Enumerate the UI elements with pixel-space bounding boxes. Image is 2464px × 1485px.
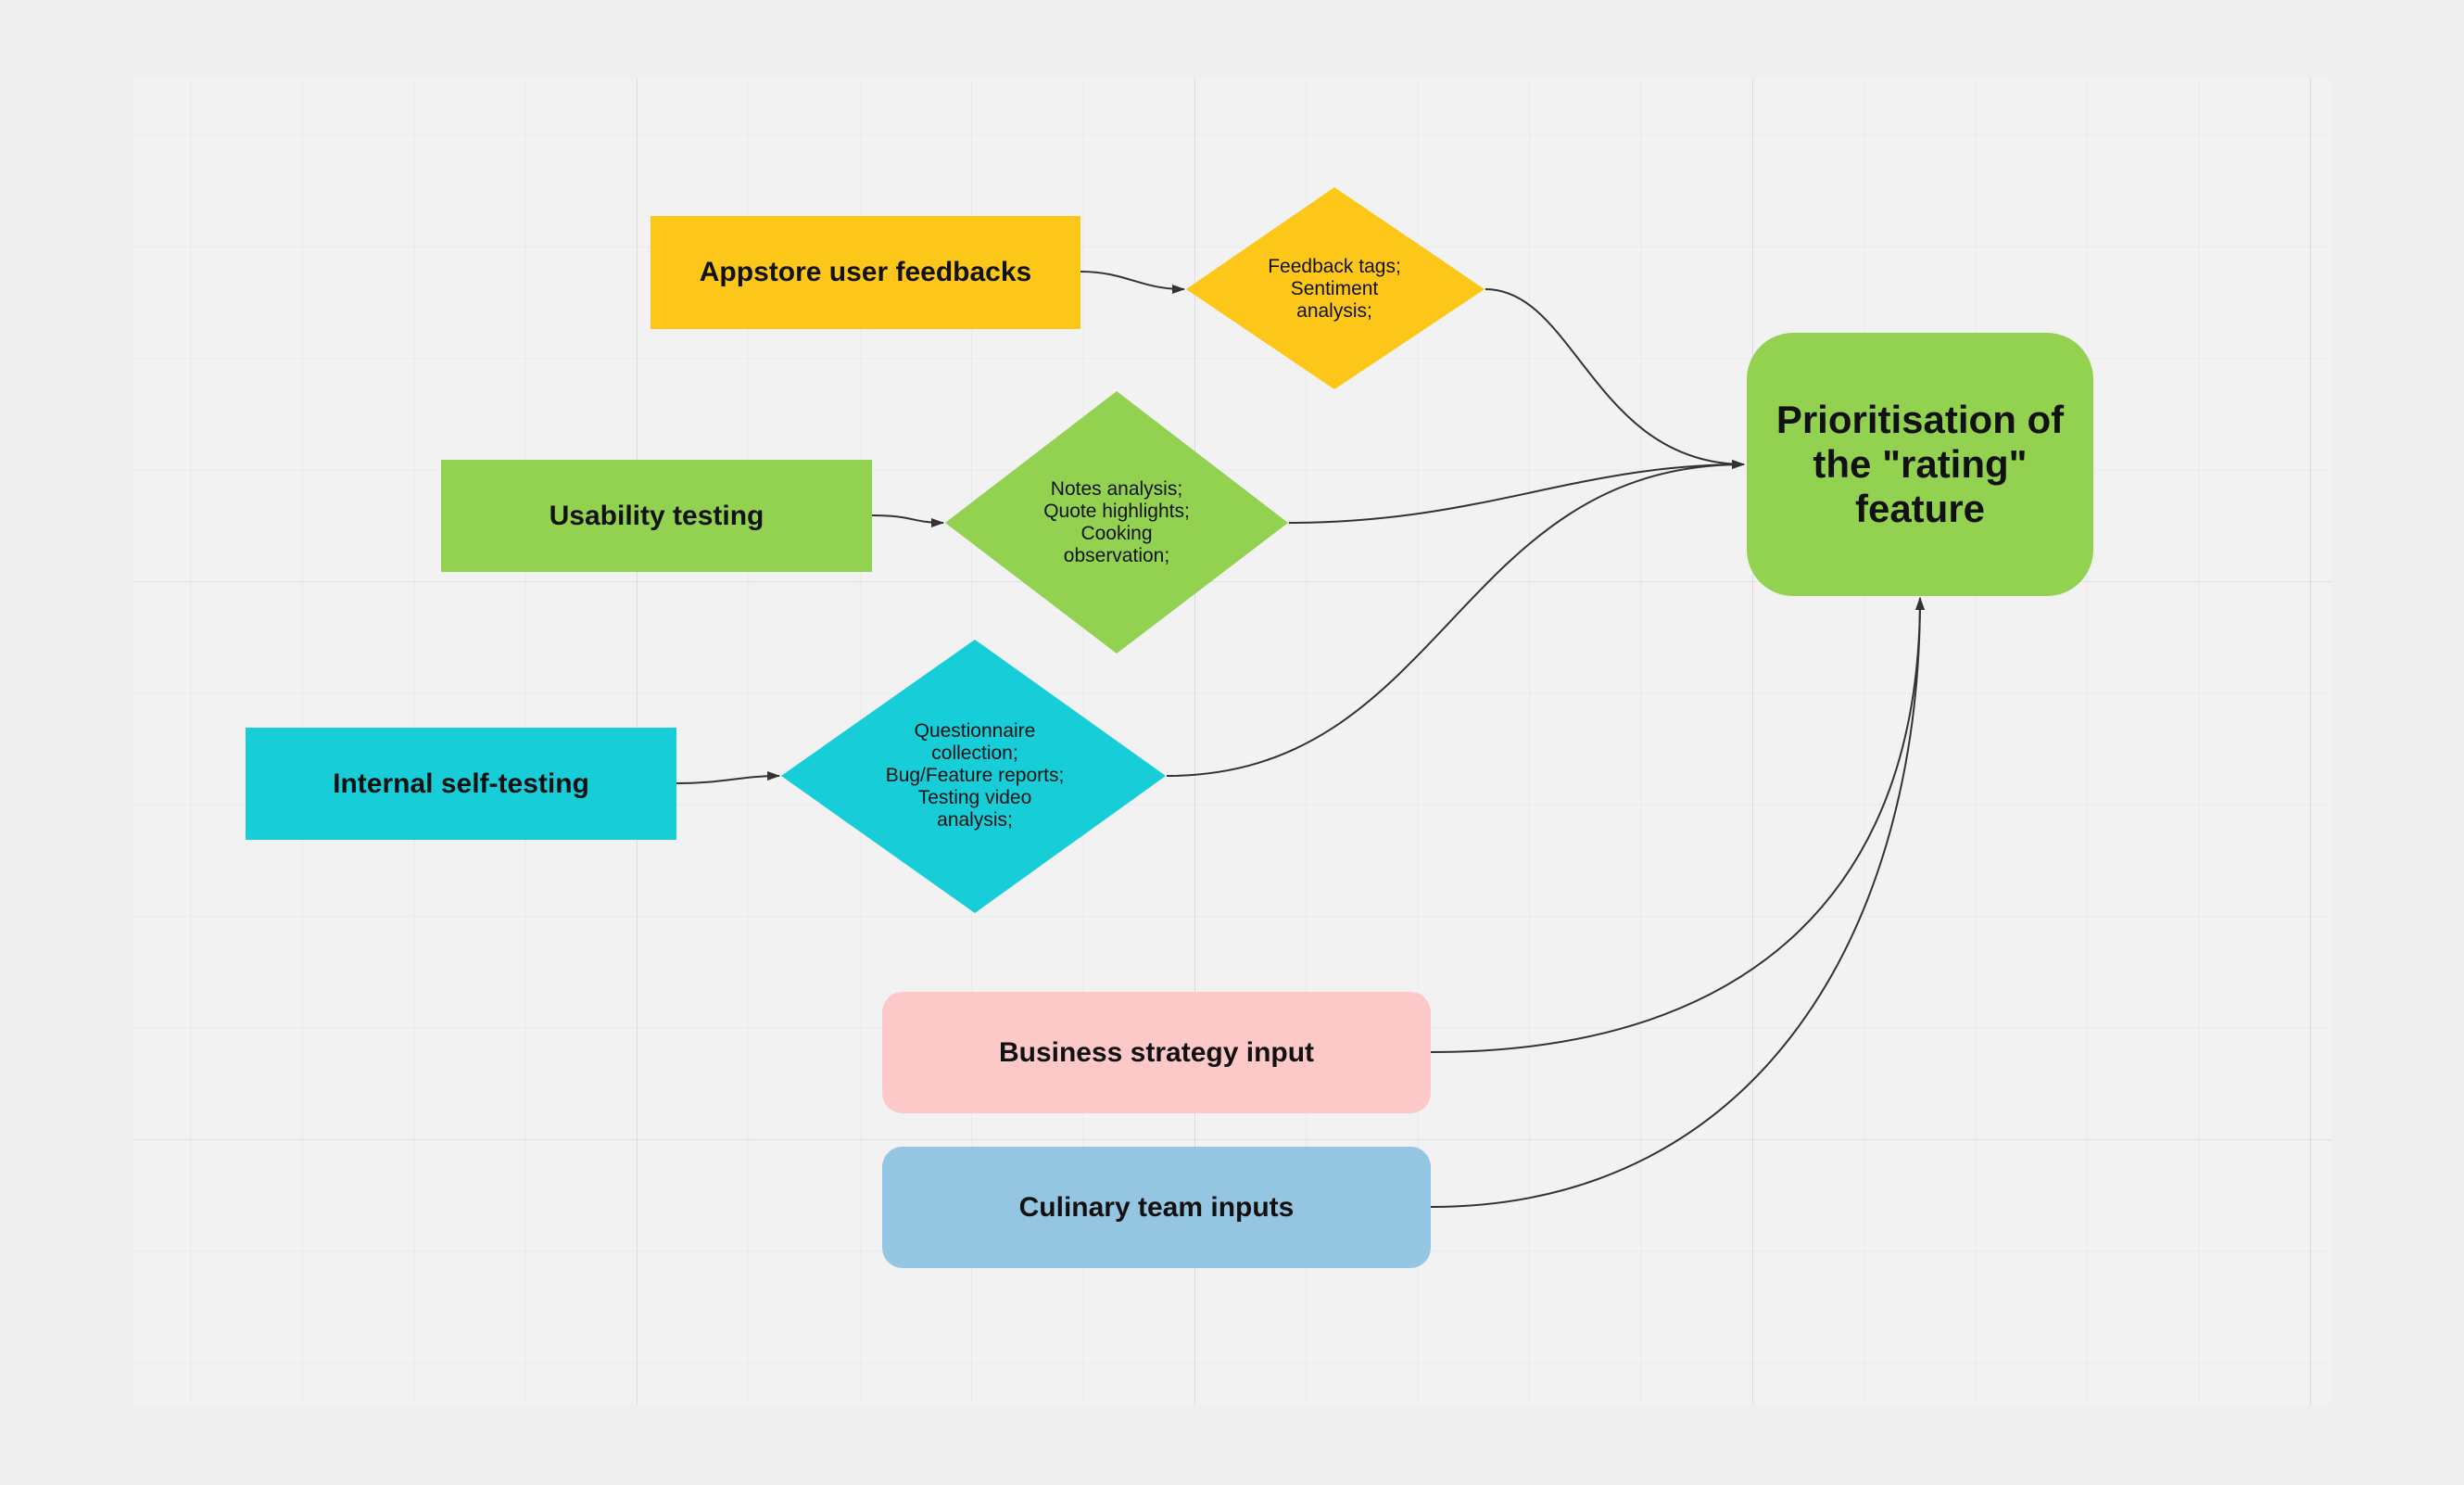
connector-usability-to-analysis[interactable] (871, 514, 944, 527)
decision-label-internal: Questionnaire collection; Bug/Feature re… (885, 720, 1065, 831)
decision-diamond-usability[interactable] (945, 391, 1288, 654)
connector-appstore-to-analysis[interactable] (1080, 271, 1185, 294)
decision-label-usability: Notes analysis; Quote highlights; Cookin… (1043, 478, 1190, 566)
decision-label-appstore: Feedback tags; Sentiment analysis; (1268, 256, 1401, 322)
input-label: Culinary team inputs (1018, 1191, 1295, 1223)
target-prioritisation-rating-feature[interactable]: Prioritisation of the "rating" feature (1747, 333, 2093, 596)
source-label: Appstore user feedbacks (699, 257, 1032, 287)
source-usability-testing[interactable]: Usability testing (441, 460, 872, 572)
source-label: Internal self-testing (333, 768, 589, 799)
decision-diamond-internal[interactable] (781, 640, 1166, 913)
source-appstore-user-feedbacks[interactable]: Appstore user feedbacks (651, 216, 1080, 329)
connector-appstore-analysis-to-target[interactable] (1485, 288, 1745, 469)
source-internal-self-testing[interactable]: Internal self-testing (246, 728, 676, 840)
target-label: Prioritisation of the "rating" feature (1775, 398, 2065, 530)
connector-business-to-target[interactable] (1430, 597, 1925, 1053)
decision-diamond-appstore[interactable] (1186, 187, 1485, 389)
connector-usability-analysis-to-target[interactable] (1288, 460, 1745, 524)
input-label: Business strategy input (998, 1036, 1315, 1068)
input-culinary-team[interactable]: Culinary team inputs (882, 1147, 1431, 1268)
connector-culinary-to-target[interactable] (1430, 597, 1925, 1208)
input-business-strategy[interactable]: Business strategy input (882, 992, 1431, 1113)
connector-internal-to-analysis[interactable] (676, 771, 780, 784)
source-label: Usability testing (549, 500, 764, 531)
connector-internal-analysis-to-target[interactable] (1166, 460, 1745, 777)
